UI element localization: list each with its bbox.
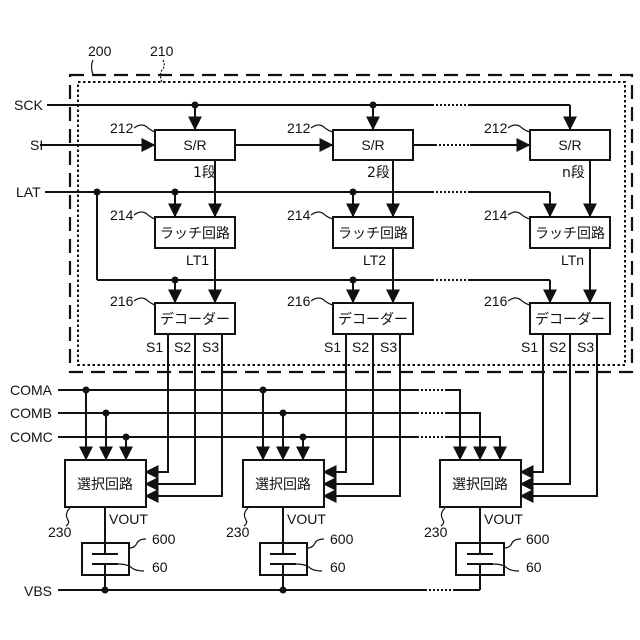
ref-60-1: 60 bbox=[152, 559, 168, 575]
ref-212-2: 212 bbox=[287, 120, 311, 136]
ref-230-n: 230 bbox=[424, 524, 448, 540]
latch-circuit-1-label: ラッチ回路 bbox=[160, 226, 230, 242]
ref-212-1: 212 bbox=[110, 120, 134, 136]
vout-label-n: VOUT bbox=[484, 511, 523, 527]
decoder-2-s3: S3 bbox=[380, 339, 397, 355]
ref-60-n: 60 bbox=[526, 559, 542, 575]
latch-output-n: LTn bbox=[561, 252, 584, 268]
ref-60-2: 60 bbox=[330, 559, 346, 575]
vout-label-1: VOUT bbox=[109, 511, 148, 527]
decoder-2-s1: S1 bbox=[324, 339, 341, 355]
stage-label-n: n段 bbox=[562, 165, 585, 181]
label-comc: COMC bbox=[10, 429, 53, 445]
leader-210 bbox=[161, 60, 165, 82]
decoder-n-s2: S2 bbox=[549, 339, 566, 355]
selection-circuit-2-label: 選択回路 bbox=[255, 477, 311, 493]
label-comb: COMB bbox=[10, 405, 52, 421]
decoder-1-label: デコーダー bbox=[160, 311, 230, 328]
ref-212-n: 212 bbox=[484, 120, 508, 136]
decoder-2-s2: S2 bbox=[352, 339, 369, 355]
decoder-2-label: デコーダー bbox=[338, 311, 408, 328]
label-sck: SCK bbox=[14, 97, 43, 113]
ref-600-n: 600 bbox=[526, 531, 550, 547]
vbs-bus bbox=[58, 587, 480, 594]
selection-circuit-1-label: 選択回路 bbox=[77, 477, 133, 493]
decoder-n-label: デコーダー bbox=[535, 311, 605, 328]
shift-register-1-label: S/R bbox=[183, 137, 206, 153]
ref-214-1: 214 bbox=[110, 207, 134, 223]
ref-216-1: 216 bbox=[110, 293, 134, 309]
ref-600-2: 600 bbox=[330, 531, 354, 547]
ref-600-1: 600 bbox=[152, 531, 176, 547]
column-2-logic: S/R 212 2段 ラッチ回路 214 LT2 デコーダー 216 S1 S2… bbox=[287, 120, 413, 355]
leader-200 bbox=[92, 60, 94, 75]
column-1-output: 選択回路 230 VOUT 600 60 bbox=[48, 460, 176, 590]
selection-circuit-n-label: 選択回路 bbox=[452, 477, 508, 493]
latch-circuit-n-label: ラッチ回路 bbox=[535, 226, 605, 242]
column-2-output: 選択回路 230 VOUT 600 60 bbox=[226, 460, 354, 590]
column-n-output: 選択回路 230 VOUT 600 60 bbox=[424, 460, 550, 590]
label-vbs: VBS bbox=[24, 583, 52, 599]
latch-output-2: LT2 bbox=[363, 252, 386, 268]
ref-210: 210 bbox=[150, 43, 174, 59]
column-n-logic: S/R 212 n段 ラッチ回路 214 LTn デコーダー 216 S1 S2… bbox=[484, 120, 610, 355]
ref-216-2: 216 bbox=[287, 293, 311, 309]
lat-bus bbox=[45, 189, 550, 303]
decoder-n-s1: S1 bbox=[521, 339, 538, 355]
label-coma: COMA bbox=[10, 382, 53, 398]
stage-label-2: 2段 bbox=[367, 165, 390, 181]
ref-230-2: 230 bbox=[226, 524, 250, 540]
shift-register-n-label: S/R bbox=[558, 137, 581, 153]
vout-label-2: VOUT bbox=[287, 511, 326, 527]
select-signal-wiring bbox=[146, 334, 597, 496]
ref-214-2: 214 bbox=[287, 207, 311, 223]
decoder-1-s2: S2 bbox=[174, 339, 191, 355]
decoder-1-s3: S3 bbox=[202, 339, 219, 355]
column-1-logic: S/R 212 1段 ラッチ回路 214 LT1 デコーダー 216 S1 S2… bbox=[110, 120, 235, 355]
latch-circuit-2-label: ラッチ回路 bbox=[338, 226, 408, 242]
decoder-1-s1: S1 bbox=[146, 339, 163, 355]
label-lat: LAT bbox=[16, 184, 41, 200]
ref-200: 200 bbox=[88, 43, 112, 59]
com-buses bbox=[58, 387, 500, 460]
ref-216-n: 216 bbox=[484, 293, 508, 309]
shift-register-2-label: S/R bbox=[361, 137, 384, 153]
stage-label-1: 1段 bbox=[193, 165, 216, 181]
decoder-n-s3: S3 bbox=[577, 339, 594, 355]
ref-214-n: 214 bbox=[484, 207, 508, 223]
latch-output-1: LT1 bbox=[186, 252, 209, 268]
ref-230-1: 230 bbox=[48, 524, 72, 540]
